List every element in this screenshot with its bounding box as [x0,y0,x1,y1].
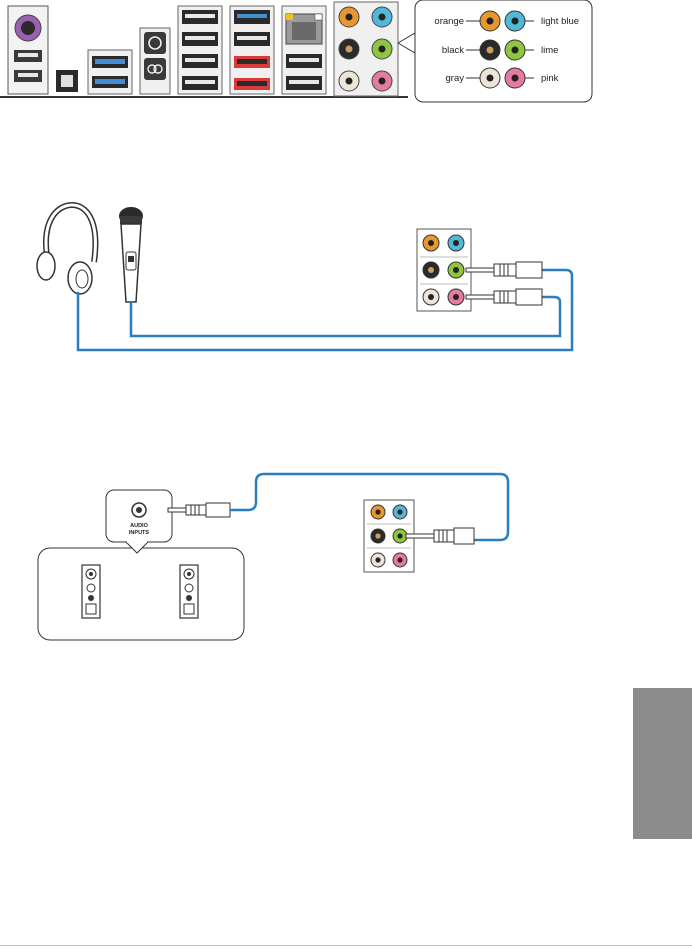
optical-spdif-port [56,70,78,92]
usb-stack-2 [230,6,274,94]
audio-jack-panel-1 [417,229,471,311]
audio-inputs-label-line1: AUDIO [130,523,148,529]
audio-inputs-label-line2: INPUTS [129,530,150,536]
legend-label-orange: orange [434,16,464,27]
headphone-mic-diagram [37,205,572,350]
legend-label-lime: lime [541,45,558,56]
audio-color-legend: orange light blue black lime gray pink [415,0,592,102]
lan-port [282,6,326,94]
right-speaker-icon [180,565,198,618]
speaker-diagram: AUDIO INPUTS [38,474,508,640]
line-out-plug [406,528,474,544]
bios-buttons [140,28,170,94]
legend-label-light-blue: light blue [541,16,579,27]
left-speaker-icon [82,565,100,618]
usb-stack-1 [178,6,222,94]
headphone-cable [78,270,572,350]
legend-label-pink: pink [541,73,559,84]
microphone-icon [119,207,143,302]
ps2-port [8,6,48,94]
speaker-group-box [38,548,244,640]
headphone-plug [466,262,542,278]
rear-io-panel [0,0,408,98]
legend-label-black: black [442,45,464,56]
usb3-ports [88,50,132,94]
microphone-plug [466,289,542,305]
speaker-plug [168,503,230,517]
panel-audio-jacks [334,2,398,96]
legend-label-gray: gray [446,73,465,84]
headphones-icon [37,205,95,294]
